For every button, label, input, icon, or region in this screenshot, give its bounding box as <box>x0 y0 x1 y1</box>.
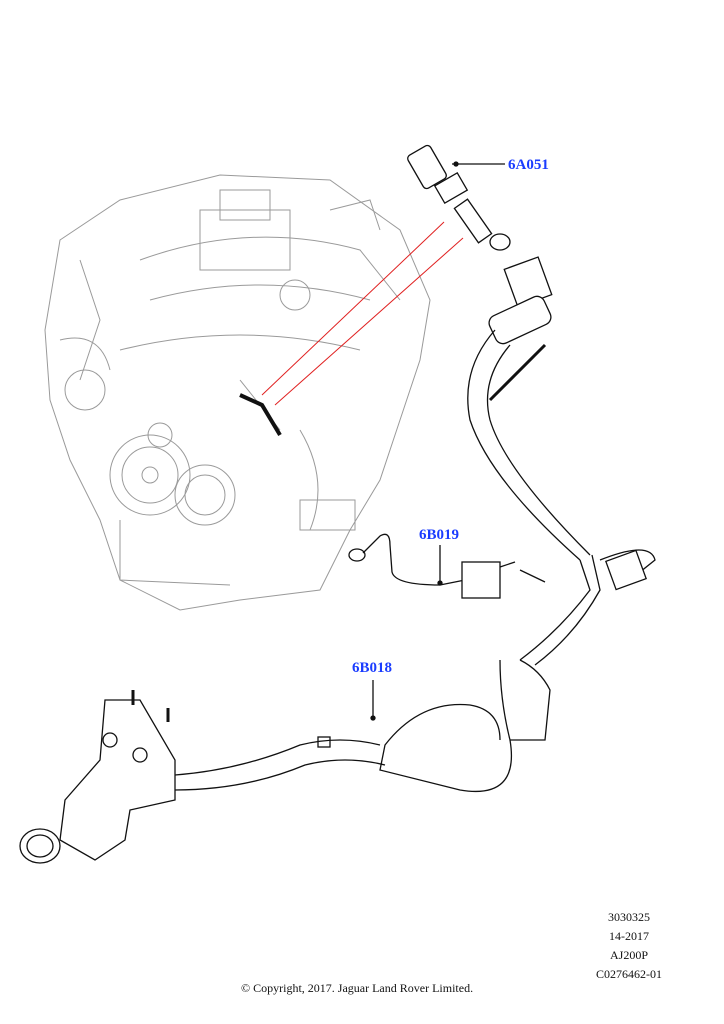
ground-lead-6B019-drawing <box>348 533 516 599</box>
harness-6B018-drawing <box>19 256 656 864</box>
engine-illustration <box>44 174 431 611</box>
locator-lines <box>261 221 464 406</box>
sensor-6A051-drawing <box>407 144 511 251</box>
diagram-metadata: 3030325 14-2017 AJ200P C0276462-01 <box>596 908 662 984</box>
meta-line-1: 3030325 <box>608 910 650 924</box>
meta-line-4: C0276462-01 <box>596 967 662 981</box>
sensor-on-engine <box>239 393 282 437</box>
meta-line-2: 14-2017 <box>609 929 649 943</box>
callout-6B018[interactable]: 6B018 <box>352 660 393 676</box>
copyright-notice: © Copyright, 2017. Jaguar Land Rover Lim… <box>241 981 474 995</box>
callout-6B019[interactable]: 6B019 <box>419 527 460 543</box>
meta-line-3: AJ200P <box>609 948 648 962</box>
callout-6A051[interactable]: 6A051 <box>508 157 549 173</box>
